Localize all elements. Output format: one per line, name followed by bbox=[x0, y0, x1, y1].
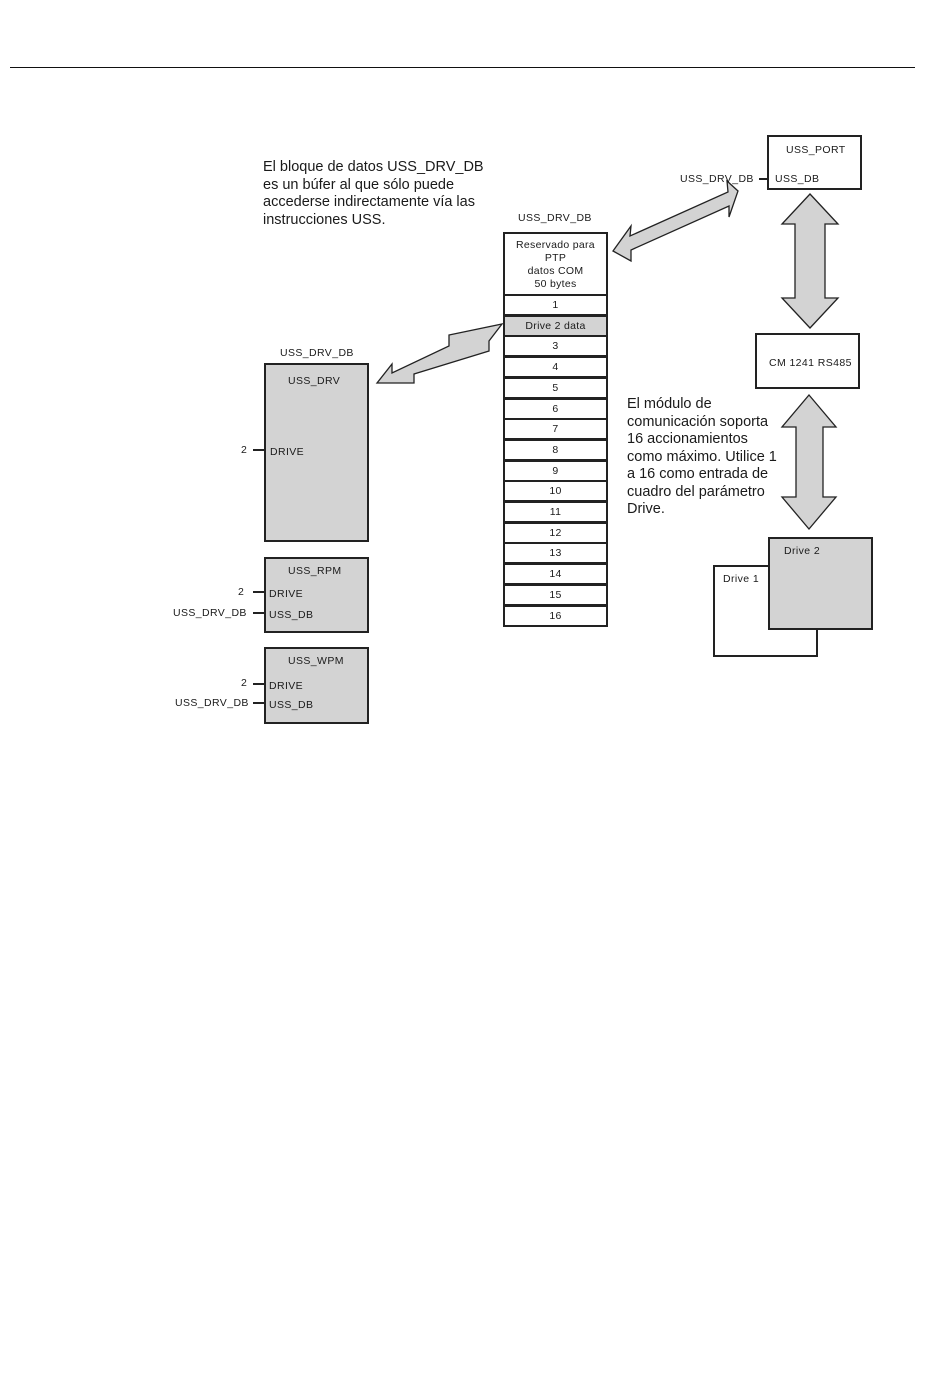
uss-rpm-db-tick bbox=[253, 612, 264, 614]
db-row-label: 14 bbox=[549, 568, 562, 580]
db-row-label: 5 bbox=[552, 382, 559, 394]
uss-rpm-db-value: USS_DRV_DB bbox=[173, 607, 247, 619]
db-row-label: 16 bbox=[549, 610, 562, 622]
db-row-label: 9 bbox=[552, 465, 559, 477]
db-row: 3 bbox=[503, 335, 608, 357]
db-row: 4 bbox=[503, 356, 608, 378]
db-row: 12 bbox=[503, 522, 608, 544]
arrow-db-to-drv bbox=[375, 323, 504, 384]
uss-rpm-drive-tick bbox=[253, 591, 264, 593]
arrow-port-to-cm bbox=[780, 193, 840, 329]
module-note: El módulo de comunicación soporta 16 acc… bbox=[627, 396, 777, 517]
uss-rpm-drive-pin: DRIVE bbox=[269, 588, 304, 600]
db-row-label: 10 bbox=[549, 485, 562, 497]
drive2-label: Drive 2 bbox=[784, 545, 821, 557]
header-rule bbox=[10, 67, 915, 68]
db-row: 16 bbox=[503, 605, 608, 627]
db-row: 7 bbox=[503, 418, 608, 440]
db-row-label: 15 bbox=[549, 589, 562, 601]
drive2-block: Drive 2 bbox=[768, 537, 873, 630]
uss-wpm-block: USS_WPM DRIVE USS_DB bbox=[264, 647, 369, 724]
uss-wpm-db-pin: USS_DB bbox=[269, 699, 314, 711]
drive1-label: Drive 1 bbox=[723, 573, 760, 585]
db-row: 15 bbox=[503, 584, 608, 606]
db-row-label: 4 bbox=[552, 361, 559, 373]
db-row-label: 8 bbox=[552, 444, 559, 456]
db-row: 10 bbox=[503, 480, 608, 502]
db-row: 6 bbox=[503, 398, 608, 420]
db-row-label: 3 bbox=[552, 340, 559, 352]
db-row: Drive 2 data bbox=[503, 315, 608, 337]
db-row-label: 12 bbox=[549, 527, 562, 539]
uss-wpm-title: USS_WPM bbox=[288, 655, 344, 667]
uss-port-db-value: USS_DRV_DB bbox=[680, 173, 754, 185]
uss-rpm-db-pin: USS_DB bbox=[269, 609, 314, 621]
db-row: 8 bbox=[503, 439, 608, 461]
db-reserved-cell: Reservado para PTP datos COM 50 bytes bbox=[503, 232, 608, 296]
uss-drv-drive-value: 2 bbox=[241, 444, 248, 456]
cm-module-label: CM 1241 RS485 bbox=[769, 357, 852, 369]
uss-drv-block: USS_DRV DRIVE bbox=[264, 363, 369, 542]
uss-wpm-drive-pin: DRIVE bbox=[269, 680, 304, 692]
uss-port-db-tick bbox=[759, 178, 767, 180]
uss-wpm-drive-value: 2 bbox=[241, 677, 248, 689]
db-row-label: 1 bbox=[552, 299, 559, 311]
db-row: 1 bbox=[503, 294, 608, 316]
uss-port-block: USS_PORT USS_DB bbox=[767, 135, 862, 190]
uss-rpm-drive-value: 2 bbox=[238, 586, 245, 598]
db-row-label: 13 bbox=[549, 547, 562, 559]
uss-drv-drive-pin: DRIVE bbox=[270, 446, 305, 458]
db-buffer-note: El bloque de datos USS_DRV_DB es un búfe… bbox=[263, 159, 484, 228]
uss-wpm-db-value: USS_DRV_DB bbox=[175, 697, 249, 709]
uss-drv-drive-tick bbox=[253, 449, 264, 451]
uss-rpm-block: USS_RPM DRIVE USS_DB bbox=[264, 557, 369, 633]
uss-port-db-pin: USS_DB bbox=[775, 173, 820, 185]
uss-port-title: USS_PORT bbox=[786, 144, 846, 156]
db-row: 9 bbox=[503, 460, 608, 482]
cm-module-block: CM 1241 RS485 bbox=[755, 333, 860, 389]
uss-wpm-drive-tick bbox=[253, 683, 264, 685]
uss-wpm-db-tick bbox=[253, 702, 264, 704]
db-row-label: 6 bbox=[552, 403, 559, 415]
db-row: 5 bbox=[503, 377, 608, 399]
arrow-port-to-db bbox=[612, 179, 739, 263]
db-column-label: USS_DRV_DB bbox=[518, 212, 592, 224]
db-row-label: 7 bbox=[552, 423, 559, 435]
uss-drv-title: USS_DRV bbox=[288, 375, 341, 387]
uss-drv-db-label: USS_DRV_DB bbox=[280, 347, 354, 359]
db-row-label: Drive 2 data bbox=[525, 320, 586, 332]
db-row-label: 11 bbox=[549, 506, 562, 518]
db-row: 14 bbox=[503, 563, 608, 585]
db-row: 13 bbox=[503, 542, 608, 564]
db-row: 11 bbox=[503, 501, 608, 523]
arrow-cm-to-drives bbox=[780, 393, 838, 531]
uss-rpm-title: USS_RPM bbox=[288, 565, 342, 577]
